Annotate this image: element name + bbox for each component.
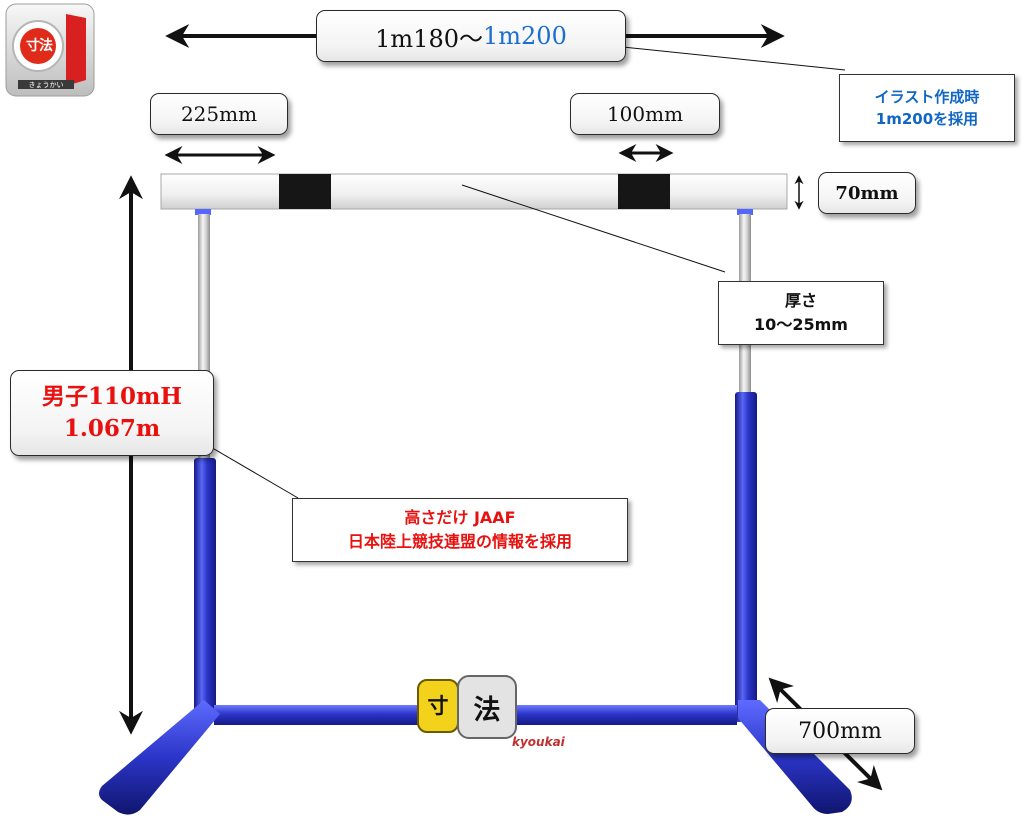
thickness-label: 厚さ 10〜25mm: [718, 281, 884, 345]
top-width-highlight: 1m200: [483, 22, 567, 50]
left-upright: [194, 458, 216, 720]
right-upright: [735, 392, 757, 722]
watermark-kanji-2: 法: [473, 695, 501, 726]
watermark-text: kyoukai: [512, 735, 565, 749]
thickness-leader-line: [461, 184, 726, 273]
logo-subtitle: きょうかい: [28, 81, 64, 89]
crossbar: [160, 173, 788, 215]
top-width-prefix: 1m180〜: [375, 24, 483, 53]
hurdle-height-value: 1.067m: [63, 415, 161, 442]
left-gap-label: 225mm: [150, 93, 288, 135]
hurdle-frame: [99, 392, 852, 815]
band-width-label: 100mm: [570, 93, 720, 135]
illustration-note: イラスト作成時 1m200を採用: [839, 74, 1015, 142]
watermark-icon: [417, 675, 517, 739]
base-depth-label: 700mm: [765, 708, 915, 754]
hurdle-name: 男子110mH: [41, 383, 183, 410]
watermark-kanji-1: 寸: [427, 694, 449, 718]
logo-icon: [5, 3, 95, 97]
crossbar-band-right: [618, 174, 670, 209]
left-foot: [99, 700, 220, 815]
crossbar-band-left: [279, 174, 331, 209]
hurdle-height-label: 男子110mH 1.067m: [10, 370, 214, 456]
bar-height-label: 70mm: [818, 172, 916, 214]
source-note: 高さだけ JAAF 日本陸上競技連盟の情報を採用: [292, 498, 628, 562]
logo-kanji: 寸法: [26, 38, 53, 54]
top-width-label: 1m180〜1m200: [316, 10, 626, 62]
